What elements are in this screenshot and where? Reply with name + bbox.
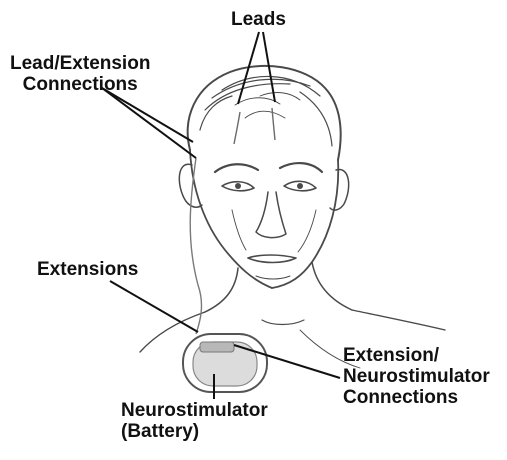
label-line-1: Lead/Extension <box>10 53 150 74</box>
label-line-2: (Battery) <box>121 421 268 442</box>
collar <box>262 320 304 325</box>
nose <box>256 192 286 238</box>
pupil-right <box>297 183 303 189</box>
label-extension-neurostimulator-connections: Extension/ Neurostimulator Connections <box>343 345 490 408</box>
extension-wire <box>190 158 201 334</box>
label-extensions: Extensions <box>37 259 138 280</box>
label-leads: Leads <box>231 9 286 30</box>
ear-right <box>330 170 349 211</box>
lead-extension-leader-2 <box>102 88 196 158</box>
mouth <box>248 255 296 263</box>
label-line-2: Neurostimulator <box>343 366 490 387</box>
neck-right <box>312 262 352 310</box>
face-right <box>272 160 338 288</box>
label-line-1: Neurostimulator <box>121 400 268 421</box>
face-left <box>190 150 272 288</box>
label-line-1: Extension/ <box>343 345 490 366</box>
implanted-leads <box>234 108 275 144</box>
neurostimulator-device <box>183 334 267 392</box>
label-line-3: Connections <box>343 387 490 408</box>
pupil-left <box>235 183 241 189</box>
hair-texture <box>235 93 300 118</box>
brow-right <box>280 163 322 172</box>
label-lead-extension-connections: Lead/Extension Connections <box>10 53 150 95</box>
label-line-2: Connections <box>10 74 150 95</box>
shoulder-right <box>352 310 445 330</box>
label-neurostimulator: Neurostimulator (Battery) <box>121 400 268 442</box>
label-extensions-text: Extensions <box>37 259 138 280</box>
extensions-leader <box>110 281 198 332</box>
cheek-lines <box>232 210 316 252</box>
brow-left <box>215 164 258 172</box>
chin-line <box>256 276 290 279</box>
label-leads-text: Leads <box>231 9 286 30</box>
neck-left <box>205 268 238 312</box>
lead-extension-leader-1 <box>102 88 193 142</box>
